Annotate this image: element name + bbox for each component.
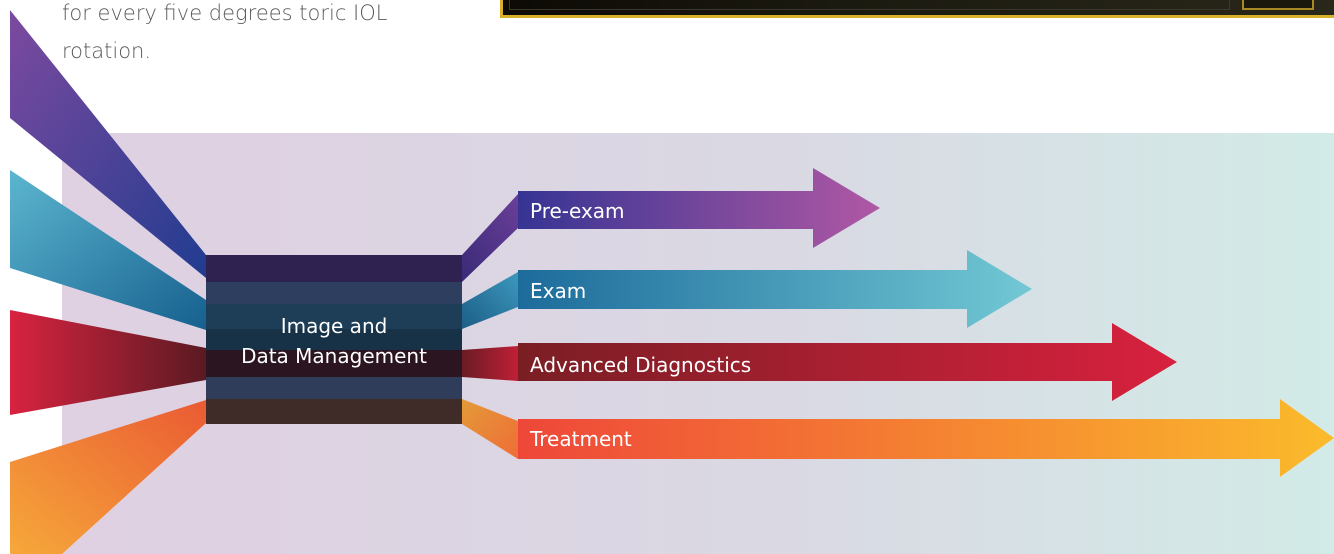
hub-stripe-4 (206, 329, 462, 350)
intro-line-1: for every five degrees toric IOL (62, 1, 388, 25)
intro-paragraph: for every five degrees toric IOL rotatio… (62, 0, 482, 70)
hub-label-line-1: Image and (280, 314, 388, 338)
intro-line-2: rotation. (62, 39, 152, 63)
arrow-pre-exam (518, 168, 880, 248)
hub-stripe-6 (206, 377, 462, 399)
connector-treatment (462, 399, 518, 459)
incoming-wedge-blue (10, 170, 206, 330)
incoming-wedge-red (10, 310, 206, 415)
arrow-label-exam: Exam (530, 279, 587, 303)
incoming-wedge-orange (10, 400, 206, 554)
device-screen-image (500, 0, 1334, 18)
arrow-label-advanced-diagnostics: Advanced Diagnostics (530, 353, 752, 377)
hub-stripe-2 (206, 282, 462, 304)
screen-tab (1242, 0, 1314, 10)
arrow-label-pre-exam: Pre-exam (530, 199, 625, 223)
hub-stripe-5 (206, 350, 462, 377)
connector-pre-exam (462, 194, 518, 282)
hub-label-line-2: Data Management (241, 344, 427, 368)
hub-label: Image and Data Management (206, 311, 462, 371)
arrow-label-treatment: Treatment (530, 427, 632, 451)
hub-stripe-1 (206, 255, 462, 282)
connector-advanced-diagnostics (462, 346, 518, 381)
screen-inner-panel (509, 0, 1230, 10)
arrow-exam (518, 250, 1032, 328)
arrow-advanced-diagnostics (518, 323, 1177, 401)
hub-stripe-3 (206, 304, 462, 329)
incoming-wedge-purple (10, 10, 206, 278)
arrow-treatment (518, 399, 1334, 477)
connector-exam (462, 272, 518, 329)
hub-stripe-7 (206, 399, 462, 424)
